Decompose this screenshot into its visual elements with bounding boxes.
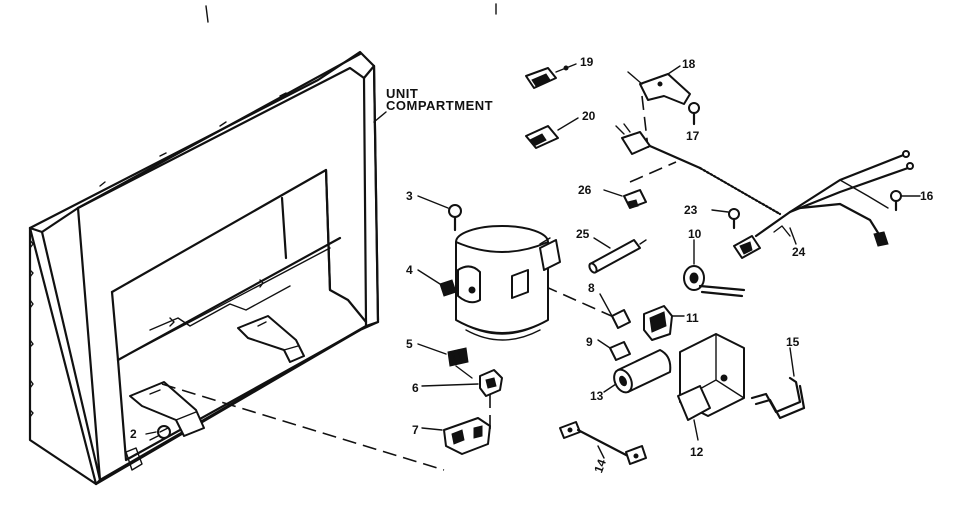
wiring-harness: 24 — [733, 150, 914, 259]
callout-20: 20 — [582, 109, 596, 123]
assembly-dashed-line-c — [543, 285, 617, 319]
compressor — [455, 225, 561, 341]
callout-5: 5 — [406, 337, 413, 351]
callout-18: 18 — [682, 57, 696, 71]
callout-9: 9 — [586, 335, 593, 349]
callout-23: 23 — [684, 203, 698, 217]
callout-15: 15 — [786, 335, 800, 349]
callout-14: 14 — [591, 457, 609, 475]
callout-19: 19 — [580, 55, 594, 69]
part-12-housing: 12 — [677, 333, 745, 459]
caption-line-2: COMPARTMENT — [386, 98, 493, 113]
callout-24: 24 — [792, 245, 806, 259]
part-23-screw: 23 — [684, 203, 740, 230]
callout-25: 25 — [576, 227, 590, 241]
callout-26: 26 — [578, 183, 592, 197]
part-18-bracket: 18 — [627, 57, 696, 105]
part-11-overload: 11 — [643, 305, 699, 341]
caption-line-1: UNIT — [386, 86, 418, 101]
callout-2: 2 — [130, 427, 137, 441]
callout-7: 7 — [412, 423, 419, 437]
callout-16: 16 — [920, 189, 934, 203]
callout-10: 10 — [688, 227, 702, 241]
callout-6: 6 — [412, 381, 419, 395]
part-2-screw: 2 — [130, 425, 171, 441]
part-20-connector: 20 — [525, 109, 596, 149]
part-6-relay: 6 — [412, 369, 503, 397]
power-cord-plug — [615, 123, 782, 216]
part-10-grommet: 10 — [683, 227, 746, 298]
callout-12: 12 — [690, 445, 704, 459]
part-8-clip: 8 — [588, 281, 631, 329]
part-7-bracket: 7 — [412, 417, 491, 455]
unit-compartment-caption: UNIT COMPARTMENT — [373, 86, 493, 123]
part-14-strap: 14 — [559, 421, 647, 475]
part-26-clamp: 26 — [578, 183, 647, 209]
callout-11: 11 — [686, 311, 699, 325]
unit-compartment-cabinet — [28, 50, 380, 486]
part-4-grommet: 4 — [406, 263, 457, 297]
callout-17: 17 — [686, 129, 700, 143]
part-16-screw: 16 — [890, 189, 934, 212]
callout-8: 8 — [588, 281, 595, 295]
callout-4: 4 — [406, 263, 413, 277]
callout-13: 13 — [590, 389, 604, 403]
part-13-capacitor: 13 — [590, 349, 672, 403]
assembly-dashed-line-d — [629, 161, 677, 183]
part-15-clip: 15 — [750, 335, 806, 420]
part-25-tube: 25 — [576, 227, 647, 274]
part-5-spring-clip: 5 — [406, 337, 473, 379]
assembly-dashed-line-a — [161, 383, 445, 471]
callout-3: 3 — [406, 189, 413, 203]
part-3-screw: 3 — [406, 189, 462, 232]
part-17-screw: 17 — [686, 102, 700, 143]
part-9-terminal: 9 — [586, 335, 631, 361]
assembly-dashed-line-e — [641, 95, 649, 149]
scan-mark-left — [205, 5, 209, 23]
part-19-connector: 19 — [525, 55, 594, 89]
